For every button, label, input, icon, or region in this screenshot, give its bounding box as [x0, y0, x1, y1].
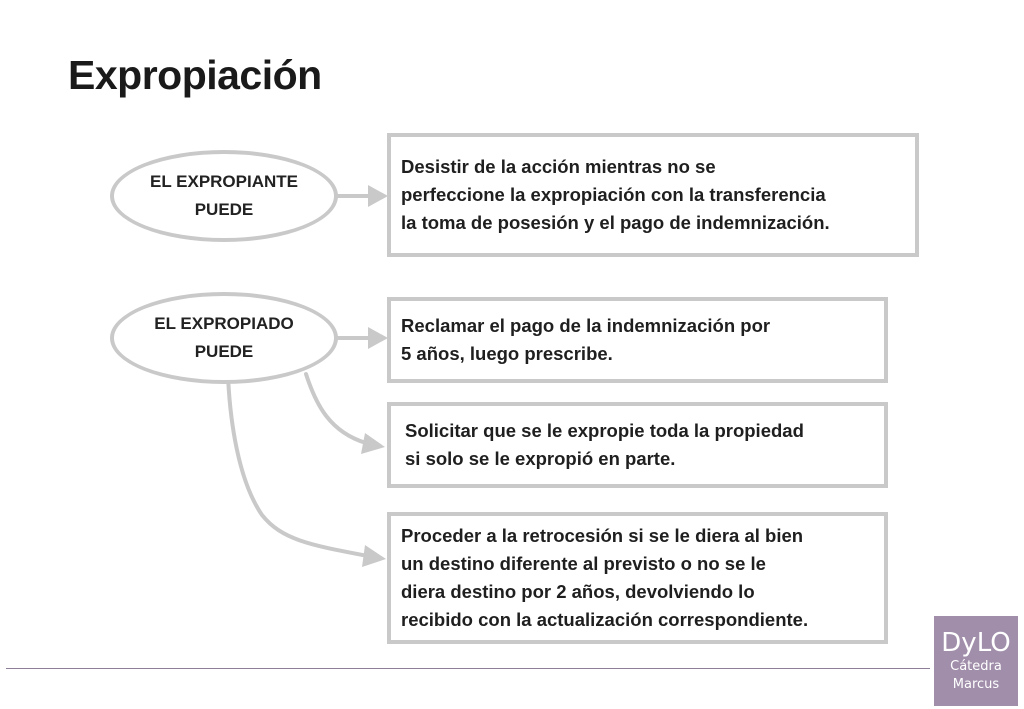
page-title: Expropiación: [68, 52, 322, 98]
box-retrocesion: Proceder a la retrocesión si se le diera…: [387, 512, 888, 644]
arrowhead-reclamar: [368, 327, 388, 349]
logo-line-1: DyLO: [941, 628, 1011, 658]
box-desistir: Desistir de la acción mientras no se per…: [387, 133, 919, 257]
arrow-expropiado-to-retrocesion: [226, 374, 370, 558]
footer-divider: [6, 668, 930, 669]
dylo-logo: DyLO Cátedra Marcus: [934, 616, 1018, 706]
arrowhead-desistir: [368, 185, 388, 207]
box-reclamar-text: Reclamar el pago de la indemnización por…: [401, 315, 771, 364]
actor-expropiante-oval: EL EXPROPIANTE PUEDE: [110, 150, 338, 242]
arrow-expropiado-to-solicitar: [304, 372, 368, 445]
logo-line-2: Cátedra: [950, 659, 1002, 674]
arrowhead-retrocesion: [362, 545, 386, 567]
box-reclamar: Reclamar el pago de la indemnización por…: [387, 297, 888, 383]
box-solicitar: Solicitar que se le expropie toda la pro…: [387, 402, 888, 488]
actor-expropiado-oval: EL EXPROPIADO PUEDE: [110, 292, 338, 384]
actor-expropiante-label: EL EXPROPIANTE PUEDE: [150, 172, 298, 219]
box-solicitar-text: Solicitar que se le expropie toda la pro…: [405, 420, 804, 469]
arrowhead-solicitar: [361, 433, 385, 454]
logo-line-3: Marcus: [952, 677, 1000, 692]
box-desistir-text: Desistir de la acción mientras no se per…: [401, 156, 830, 233]
actor-expropiado-label: EL EXPROPIADO PUEDE: [154, 314, 294, 361]
box-retrocesion-text: Proceder a la retrocesión si se le diera…: [401, 525, 809, 630]
